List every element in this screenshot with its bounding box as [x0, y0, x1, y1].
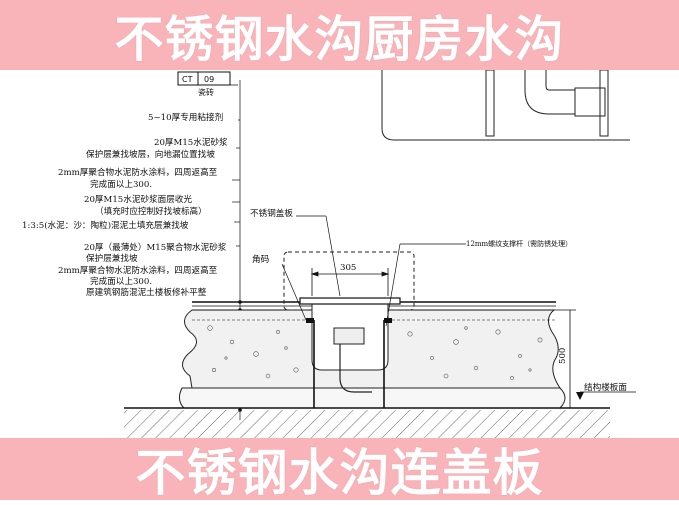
- callout-leaders: [281, 215, 636, 393]
- layer-label: 完成面以上300.: [90, 275, 152, 287]
- material-tag: CT 09 瓷砖: [177, 71, 238, 97]
- layer-label: 2mm厚聚合物水泥防水涂料，四周返高至: [58, 264, 218, 276]
- layer-label: 20厚M15水泥砂浆面层收光: [84, 193, 192, 205]
- slab-label: 结构楼板面: [584, 381, 627, 393]
- angle-label: 角码: [252, 253, 270, 265]
- bottom-title-text: 不锈钢水沟连盖板: [135, 444, 544, 502]
- layer-label: 20厚M15水泥砂浆: [154, 136, 228, 148]
- layer-label: 保护层兼找坡层，向地漏位置找坡: [86, 148, 215, 160]
- drain-channel: [283, 251, 415, 393]
- structural-slab: [124, 407, 610, 438]
- bottom-title-banner: 不锈钢水沟连盖板: [0, 438, 679, 502]
- layer-label: 20厚（最薄处）M15聚合物水泥砂浆: [84, 241, 227, 253]
- layer-label: 保护层兼找坡: [86, 252, 138, 264]
- layer-label: 1:3:5(水泥：沙：陶粒)混泥土填充层兼找坡: [22, 219, 189, 231]
- layer-label-list: 5~10厚专用粘接剂 20厚M15水泥砂浆 保护层兼找坡层，向地漏位置找坡 2m…: [22, 111, 228, 298]
- height-label: 500: [558, 348, 568, 364]
- layer-label: （填充时应控制好找坡标高）: [95, 205, 207, 217]
- tag-number: 09: [204, 75, 214, 84]
- layer-label: 原建筑钢筋混泥土楼板修补平整: [86, 286, 207, 298]
- layer-label: 2mm厚聚合物水泥防水涂料，四周返高至: [58, 166, 218, 178]
- top-title-banner: 不锈钢水沟厨房水沟: [0, 0, 679, 70]
- top-title-text: 不锈钢水沟厨房水沟: [114, 10, 565, 68]
- width-dimension: [310, 268, 390, 296]
- tag-code: CT: [182, 75, 193, 84]
- upper-fixture-outline: [381, 70, 630, 141]
- slab-level-marker: [576, 392, 584, 400]
- height-dimension: [556, 309, 576, 409]
- angle-brackets: [306, 318, 392, 323]
- cover-label: 不锈钢盖板: [250, 207, 293, 219]
- width-label: 305: [340, 263, 356, 273]
- layer-label: 5~10厚专用粘接剂: [148, 111, 223, 123]
- support-rods: [313, 320, 385, 408]
- layer-label: 完成面以上300.: [90, 178, 152, 190]
- drain-section-drawing: CT 09 瓷砖 5~10厚专用粘接剂 20厚M15水泥砂浆 保护层兼找坡层，向…: [22, 70, 636, 438]
- rod-label: 12mm螺纹支撑杆（需防锈处理）: [466, 239, 572, 248]
- tag-name: 瓷砖: [198, 87, 214, 97]
